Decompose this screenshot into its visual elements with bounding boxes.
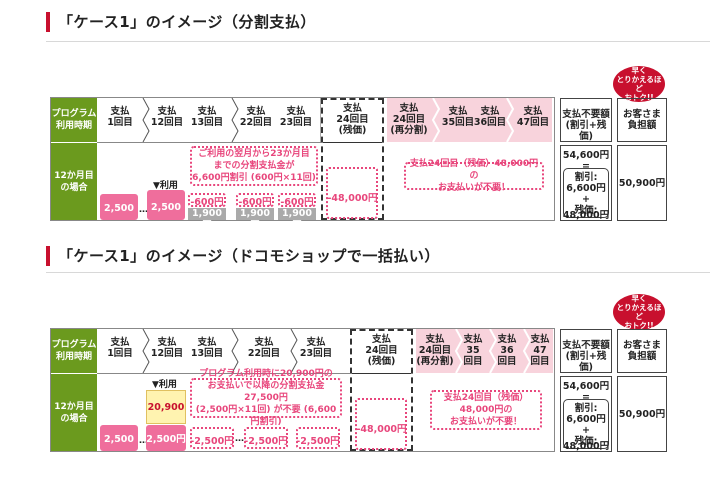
residual-neg-value-2: -48,000円 xyxy=(356,424,407,435)
residual-divider xyxy=(323,142,382,143)
row-header-2: プログラム利用時期 xyxy=(51,329,97,373)
residual-divider-2 xyxy=(352,373,411,374)
row-header-line1: プログラム xyxy=(51,109,97,119)
neg-box2-22 xyxy=(244,427,288,449)
neg-2500-23: -2,500円 xyxy=(296,436,340,447)
schedule-table xyxy=(50,97,555,221)
payment-bar-12b: 2,500円 xyxy=(146,425,186,451)
case-label-2: 12か月目の場合 xyxy=(51,374,97,451)
pay-value-cell-2: 50,900円 xyxy=(617,376,667,452)
neg-box2-13 xyxy=(190,427,234,449)
sum-value-cell: 54,600円 = xyxy=(560,145,612,221)
pay-header-cell-2: お客さま負担額 xyxy=(617,329,667,373)
section-title-2: 「ケース1」のイメージ（ドコモショップで一括払い） xyxy=(46,246,646,266)
neg-2500-13: -2,500円 xyxy=(190,436,234,447)
neg-box-22 xyxy=(236,193,274,207)
case-label-line1: 12か月目 xyxy=(54,170,94,181)
net-1900-23: 1,900円 xyxy=(278,208,316,231)
badge-bubble: 早くとりかえるほどおトク!! xyxy=(613,66,665,102)
divider-2 xyxy=(46,272,710,273)
payment-bar-12: 2,500円 xyxy=(147,190,185,249)
pink-header-band xyxy=(387,98,552,142)
residual-neg-box xyxy=(326,167,378,219)
residual-column xyxy=(321,98,384,220)
neg-2500-22: -2,500円 xyxy=(244,436,288,447)
residual-bubble: 支払24回目（残価）48,000円のお支払いが不要！ xyxy=(404,159,544,193)
schedule-table-2 xyxy=(50,328,555,452)
badge-bubble-2: 早くとりかえるほどおトク!! xyxy=(613,294,665,330)
section-title: 「ケース1」のイメージ（分割支払） xyxy=(46,12,646,32)
net-1900-13: 1,900円 xyxy=(188,208,226,231)
sum-header-cell: 支払不要額(割引+残価) xyxy=(560,98,612,142)
row-header: プログラム 利用時期 xyxy=(51,98,97,142)
lump-sum-box: 20,900円 xyxy=(146,390,186,447)
lump-sum-bubble: プログラム利用時に20,900円のお支払いで以降の分割支払金27,500円(2,… xyxy=(190,369,342,427)
payment-bar-1b: 2,500円 xyxy=(100,425,138,475)
divider xyxy=(46,41,710,42)
sum-header-cell-2: 支払不要額(割引+残価) xyxy=(560,329,612,373)
sum-value-cell-2: 54,600円 = xyxy=(560,376,612,452)
neg-box2-23 xyxy=(296,427,340,449)
row-divider xyxy=(97,142,321,143)
pink-separators-2 xyxy=(454,329,532,373)
riyou-label-2: ▼利用 xyxy=(152,380,177,390)
residual-bubble-2: 支払24回目（残価）48,000円のお支払いが不要！ xyxy=(430,390,542,430)
residual-column-2 xyxy=(350,329,413,451)
sum-breakdown: 割引: 6,600円 + 残価: xyxy=(563,168,609,218)
pink-header-band-2 xyxy=(416,329,553,373)
payment-bar-1: 2,500円 xyxy=(100,194,138,244)
header-separators-2 xyxy=(142,329,298,373)
ellipsis: … xyxy=(139,205,148,215)
neg-box-23 xyxy=(278,193,316,207)
net-1900-22: 1,900円 xyxy=(236,208,274,231)
neg-600-23: -600円 xyxy=(280,197,314,208)
row-header-line2: 利用時期 xyxy=(55,121,92,131)
case-label-line2: の場合 xyxy=(60,182,88,193)
pay-header-cell: お客さま負担額 xyxy=(617,98,667,142)
residual-neg-box-2 xyxy=(355,398,407,450)
riyou-label: ▼利用 xyxy=(153,181,178,191)
pink-separators xyxy=(431,98,515,142)
sum-breakdown-2: 割引: 6,600円 + 残価: xyxy=(563,399,609,449)
neg-600-22: -600円 xyxy=(238,197,272,208)
row-divider-2 xyxy=(97,373,350,374)
neg-box-13 xyxy=(188,193,226,207)
case-label: 12か月目 の場合 xyxy=(51,143,97,220)
sum-residual-value-2: 48,000円 xyxy=(562,441,610,452)
ellipsis-2: … xyxy=(139,436,148,446)
ellipsis-3: … xyxy=(235,434,244,444)
header-separators xyxy=(142,98,322,142)
neg-600-13: -600円 xyxy=(190,197,224,208)
pay-value-cell: 50,900円 xyxy=(617,145,667,221)
residual-neg-value: -48,000円 xyxy=(327,193,378,204)
sum-residual-value: 48,000円 xyxy=(562,210,610,221)
